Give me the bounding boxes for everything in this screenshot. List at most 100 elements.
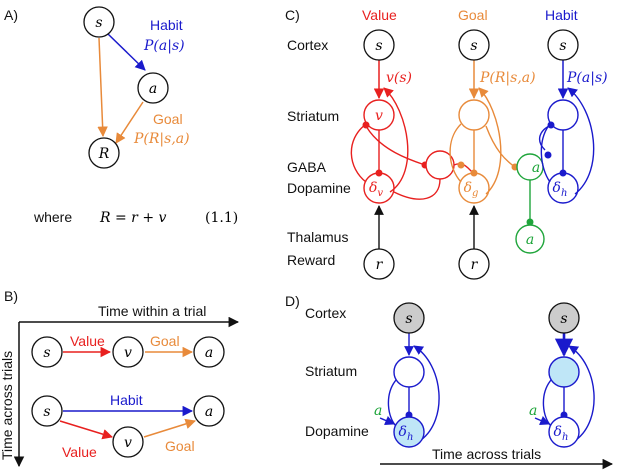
node-delta-h-label: δh xyxy=(553,180,568,199)
s-to-R-arrow xyxy=(97,37,108,138)
row-cortex-label: Cortex xyxy=(287,37,328,53)
d1-striatum-node xyxy=(393,356,425,388)
time-within-label: Time within a trial xyxy=(98,303,206,319)
row2-node-s-label: s xyxy=(43,404,50,420)
d1-loop-left xyxy=(387,379,397,427)
goal-synapse-2 xyxy=(470,169,478,177)
reward-r-value-label: r xyxy=(376,257,384,273)
row-reward-label: Reward xyxy=(287,252,335,268)
d-row-cortex-label: Cortex xyxy=(305,305,346,321)
habit-fn-label: P(a|s) xyxy=(566,70,608,86)
node-R-label: R xyxy=(98,146,110,162)
panel-b: B) Time within a trial Time across trial… xyxy=(0,288,240,468)
row2-node-a-label: a xyxy=(205,404,213,420)
d2-dopamine-node xyxy=(548,416,580,448)
panel-a: A) s a R Habit P(a|s) Goal P(R|s,a) wher… xyxy=(4,6,238,226)
d2-cortex-s-label: s xyxy=(560,311,567,327)
node-R xyxy=(88,137,120,169)
row2-goal-arrow xyxy=(143,418,197,438)
d1-a-input-label: a xyxy=(374,403,382,419)
node-a-bottom-label: a xyxy=(526,232,534,248)
goal-prob: P(R|s,a) xyxy=(133,131,190,147)
node-v-label: v xyxy=(375,108,383,124)
row2-habit-label: Habit xyxy=(110,392,143,408)
cortex-s-value-label: s xyxy=(375,38,382,54)
d1-loop-right xyxy=(413,345,440,441)
node-s-label: s xyxy=(95,15,102,31)
row1-node-a xyxy=(193,336,225,368)
row1-node-s-label: s xyxy=(43,345,50,361)
node-a-gaba-label: a xyxy=(532,160,540,176)
habit-arrow xyxy=(107,33,146,71)
panel-c-label: C) xyxy=(285,7,300,23)
value-loop-left xyxy=(350,123,367,183)
habit-label: Habit xyxy=(150,17,183,33)
d2-delta-label: δh xyxy=(554,424,569,443)
d2-loop-left xyxy=(542,379,552,427)
row2-goal-label: Goal xyxy=(165,438,195,454)
d-row-striatum-label: Striatum xyxy=(305,363,357,379)
node-goal-striatum xyxy=(458,99,490,131)
row1-goal-label: Goal xyxy=(150,333,180,349)
d-time-axis-label: Time across trials xyxy=(432,446,541,462)
goal-fn-label: P(R|s,a) xyxy=(479,70,536,86)
d1-cortex-s-label: s xyxy=(405,311,412,327)
reward-r-goal xyxy=(458,248,490,280)
goal-label: Goal xyxy=(153,111,183,127)
habit-prob: P(a|s) xyxy=(143,38,185,54)
row1-value-label: Value xyxy=(70,333,105,349)
node-delta-v-label: δv xyxy=(369,180,383,199)
panel-b-label: B) xyxy=(4,288,18,304)
reward-r-goal-label: r xyxy=(471,257,479,273)
row-dopamine-label: Dopamine xyxy=(287,180,351,196)
goal-loop-right xyxy=(478,87,502,195)
d2-a-input-label: a xyxy=(529,403,537,419)
row2-value-label: Value xyxy=(62,444,97,460)
habit-loop-left xyxy=(540,123,551,183)
row1-node-a-label: a xyxy=(205,345,213,361)
row2-node-a xyxy=(193,395,225,427)
row1-node-v xyxy=(112,336,144,368)
d2-striatum-node xyxy=(548,356,580,388)
d1-delta-label: δh xyxy=(399,424,414,443)
value-synapse-2 xyxy=(375,169,383,177)
habit-to-gaba xyxy=(538,124,552,151)
row2-node-v xyxy=(112,426,144,458)
row1-node-s xyxy=(31,336,63,368)
habit-synapse-1 xyxy=(547,121,555,129)
node-s xyxy=(83,6,115,38)
d2-a-input-arrow xyxy=(534,416,550,426)
column-goal-label: Goal xyxy=(458,7,488,23)
value-to-gaba xyxy=(365,125,426,166)
node-a-label: a xyxy=(149,81,157,97)
d2-loop-right xyxy=(568,345,595,441)
column-habit-label: Habit xyxy=(545,7,578,23)
habit-synapse-2 xyxy=(544,151,552,159)
row2-node-v-label: v xyxy=(124,435,132,451)
reward-r-value xyxy=(363,248,395,280)
d2-cortex-s xyxy=(548,302,580,334)
equation-number: (1.1) xyxy=(205,210,238,226)
d1-cortex-s xyxy=(393,302,425,334)
panel-d-label: D) xyxy=(285,293,300,309)
value-synapse-1 xyxy=(362,121,370,129)
goal-arrow xyxy=(115,101,144,144)
row-thalamus-label: Thalamus xyxy=(287,229,348,245)
time-across-label: Time across trials xyxy=(0,351,15,460)
value-loop-right xyxy=(383,87,409,193)
node-delta-g-label: δg xyxy=(464,180,479,199)
row2-node-s xyxy=(31,395,63,427)
panel-d: D) Cortex Striatum Dopamine δh a s δh a … xyxy=(285,293,614,470)
d-row-dopamine-label: Dopamine xyxy=(305,423,369,439)
equation-where: where xyxy=(33,209,72,225)
panel-a-label: A) xyxy=(4,7,18,23)
row-gaba-label: GABA xyxy=(287,159,327,175)
panel-c: C) Value Goal Habit Cortex Striatum GABA… xyxy=(285,7,608,280)
value-fn-label: v(s) xyxy=(386,70,412,86)
node-a-bottom xyxy=(515,224,545,254)
equation: R = r + v xyxy=(99,210,166,226)
habit-synapse-3 xyxy=(559,169,567,177)
row1-node-v-label: v xyxy=(124,345,132,361)
column-value-label: Value xyxy=(362,7,397,23)
